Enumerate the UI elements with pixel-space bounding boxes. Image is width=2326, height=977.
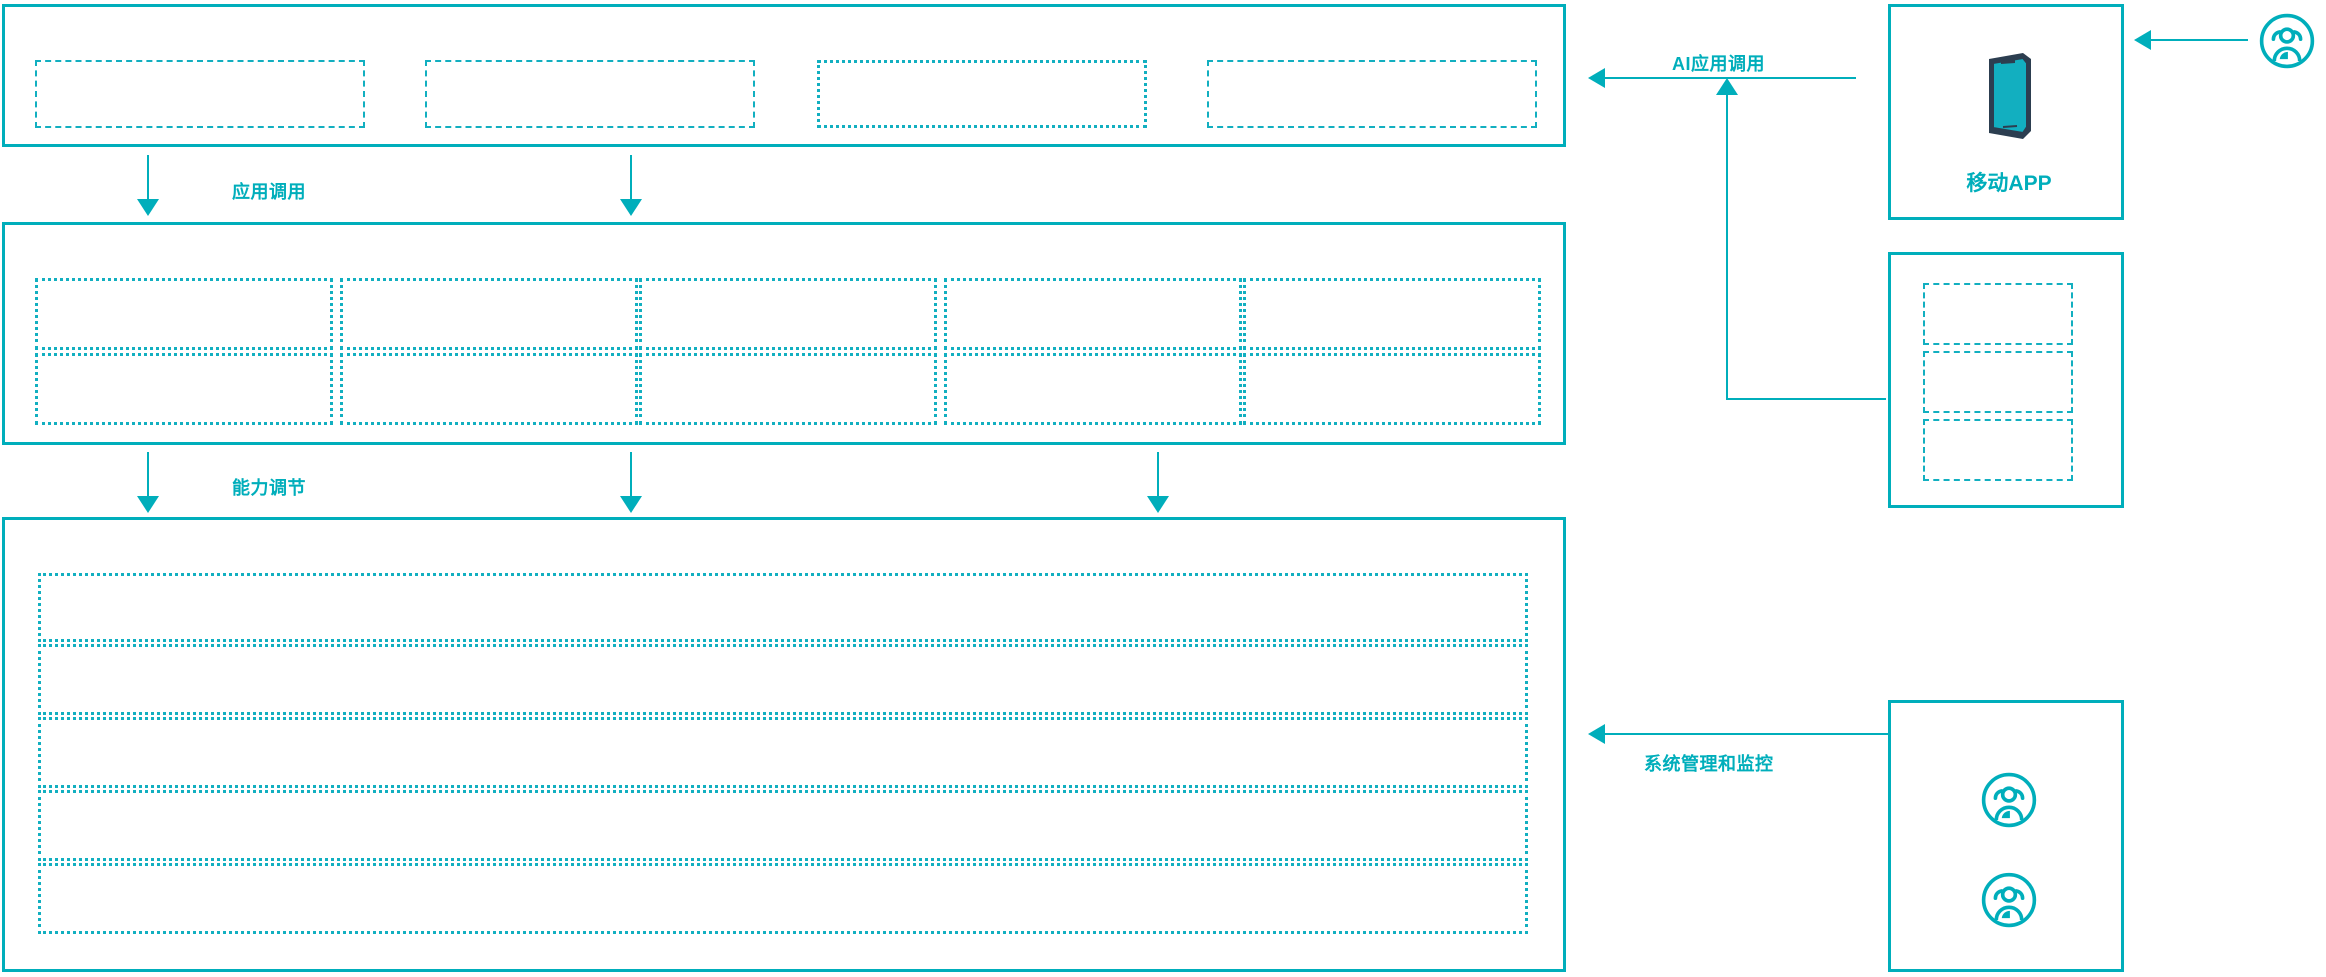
service-list-panel (1888, 252, 2124, 508)
platform-band-2[interactable] (38, 644, 1528, 715)
app-box-2[interactable] (425, 60, 755, 128)
cap-box-r1c2[interactable] (340, 278, 638, 350)
platform-band-4[interactable] (38, 790, 1528, 861)
platform-layer-panel (2, 517, 1566, 972)
platform-band-5[interactable] (38, 863, 1528, 934)
cap-box-r1c3[interactable] (639, 278, 937, 350)
platform-band-1[interactable] (38, 573, 1528, 642)
service-box-2[interactable] (1923, 351, 2073, 413)
label-system-management-monitoring: 系统管理和监控 (1644, 754, 1774, 774)
user-group-icon-operator-2 (1980, 871, 2038, 934)
cap-box-r1c4[interactable] (944, 278, 1242, 350)
operators-panel (1888, 700, 2124, 972)
cap-box-r1c5[interactable] (1243, 278, 1541, 350)
arrow-capability-adjust-1 (137, 452, 159, 513)
cap-box-r1c1[interactable] (35, 278, 333, 350)
label-capability-adjust: 能力调节 (232, 478, 306, 498)
cap-box-r2c5[interactable] (1243, 353, 1541, 425)
cap-box-r2c1[interactable] (35, 353, 333, 425)
arrow-application-call-right (620, 155, 642, 216)
capability-layer-panel (2, 222, 1566, 445)
user-group-icon-operator-1 (1980, 771, 2038, 834)
label-ai-application-call: AI应用调用 (1672, 54, 1765, 74)
mobile-app-panel: 移动APP (1888, 4, 2124, 220)
cap-box-r2c3[interactable] (639, 353, 937, 425)
application-layer-panel (2, 4, 1566, 147)
service-box-1[interactable] (1923, 283, 2073, 345)
arrow-capability-adjust-3 (1147, 452, 1169, 513)
mobile-app-caption: 移动APP (1966, 172, 2052, 195)
service-riser-elbow (1726, 398, 1886, 400)
arrow-capability-adjust-2 (620, 452, 642, 513)
label-application-call: 应用调用 (232, 182, 306, 202)
app-box-4[interactable] (1207, 60, 1537, 128)
user-group-icon-end-user (2258, 12, 2316, 75)
platform-band-3[interactable] (38, 717, 1528, 788)
service-box-3[interactable] (1923, 419, 2073, 481)
app-box-3[interactable] (817, 60, 1147, 128)
mobile-phone-icon (1979, 49, 2039, 150)
cap-box-r2c4[interactable] (944, 353, 1242, 425)
arrow-end-user-to-mobile (2134, 30, 2248, 50)
arrow-system-management-monitoring (1588, 724, 1888, 744)
arrow-application-call-left (137, 155, 159, 216)
arrow-service-riser (1716, 78, 1738, 400)
cap-box-r2c2[interactable] (340, 353, 638, 425)
app-box-1[interactable] (35, 60, 365, 128)
